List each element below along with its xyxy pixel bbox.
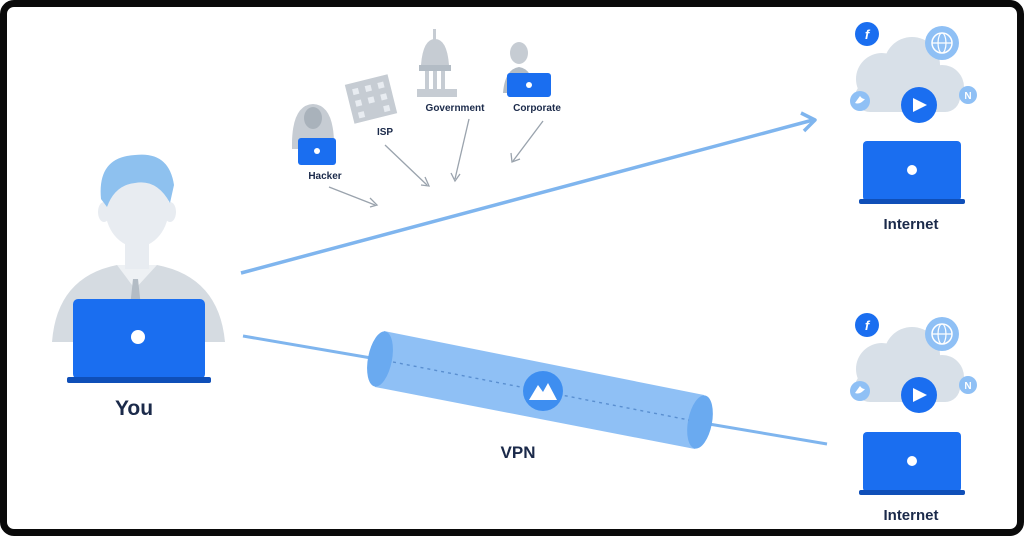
- internet-laptop-logo-icon: [907, 456, 917, 466]
- user-ear-left: [98, 202, 110, 222]
- vpn-tunnel: [367, 331, 713, 449]
- vpn-shield-badge: [523, 371, 563, 411]
- user-ear-right: [164, 202, 176, 222]
- user-hair: [100, 154, 174, 207]
- svg-text:f: f: [865, 27, 871, 42]
- unprotected-connection-line: [240, 118, 814, 275]
- vpn-tunnel-dotted-line: [392, 361, 690, 421]
- internet-label-top: Internet: [883, 216, 938, 233]
- threat-label-isp: ISP: [377, 127, 393, 138]
- facebook-icon: [855, 22, 879, 46]
- vpn-label: VPN: [501, 443, 536, 462]
- threat-label-corporate: Corporate: [513, 103, 561, 114]
- vpn-line-exit: [708, 422, 828, 446]
- corporate-pointer-line: [512, 120, 544, 162]
- threat-corporate: Corporate: [503, 42, 561, 163]
- isp-pointer-line: [384, 144, 428, 186]
- isp-pointer-arrow: [420, 176, 431, 187]
- corporate-person-icon: [510, 42, 528, 64]
- capitol-spire: [433, 29, 436, 41]
- hacker-pointer-line: [328, 186, 376, 206]
- threat-hacker: Hacker: [291, 104, 379, 208]
- laptop-logo-icon: [131, 330, 145, 344]
- unprotected-arrowhead: [800, 111, 817, 133]
- vpn-mountain-icon: [529, 383, 557, 400]
- svg-text:f: f: [865, 318, 871, 333]
- internet-cloud-top: f N: [850, 22, 977, 123]
- corporate-pointer-arrow: [510, 152, 521, 163]
- svg-text:N: N: [964, 381, 971, 392]
- hacker-laptop-logo-icon: [314, 148, 320, 154]
- hacker-face: [304, 107, 322, 129]
- facebook-icon: [855, 313, 879, 337]
- internet-label-bottom: Internet: [883, 507, 938, 524]
- vpn-tunnel-start: [367, 331, 393, 387]
- threat-label-hacker: Hacker: [308, 171, 341, 182]
- hacker-pointer-arrow: [369, 197, 379, 208]
- internet-laptop-top: [859, 141, 965, 204]
- threat-government: Government: [417, 29, 486, 183]
- vpn-line-entry: [242, 334, 378, 361]
- netflix-icon: [959, 86, 977, 104]
- corporate-laptop-logo-icon: [526, 82, 532, 88]
- netflix-icon: [959, 376, 977, 394]
- user-figure: [52, 154, 225, 383]
- threat-label-government: Government: [426, 103, 486, 114]
- user-label: You: [115, 397, 153, 420]
- user-laptop-base: [67, 377, 211, 383]
- internet-laptop-logo-icon: [907, 165, 917, 175]
- government-pointer-line: [454, 118, 470, 180]
- government-pointer-arrow: [450, 172, 461, 183]
- user-collar: [117, 265, 157, 289]
- threat-isp: ISP: [344, 74, 431, 187]
- vpn-diagram: You Hacker ISP: [52, 22, 977, 524]
- internet-laptop-bottom: [859, 432, 965, 495]
- svg-text:N: N: [964, 91, 971, 102]
- vpn-tunnel-end: [687, 395, 713, 449]
- internet-cloud-bottom: f N: [850, 313, 977, 413]
- government-capitol-icon: [421, 39, 449, 65]
